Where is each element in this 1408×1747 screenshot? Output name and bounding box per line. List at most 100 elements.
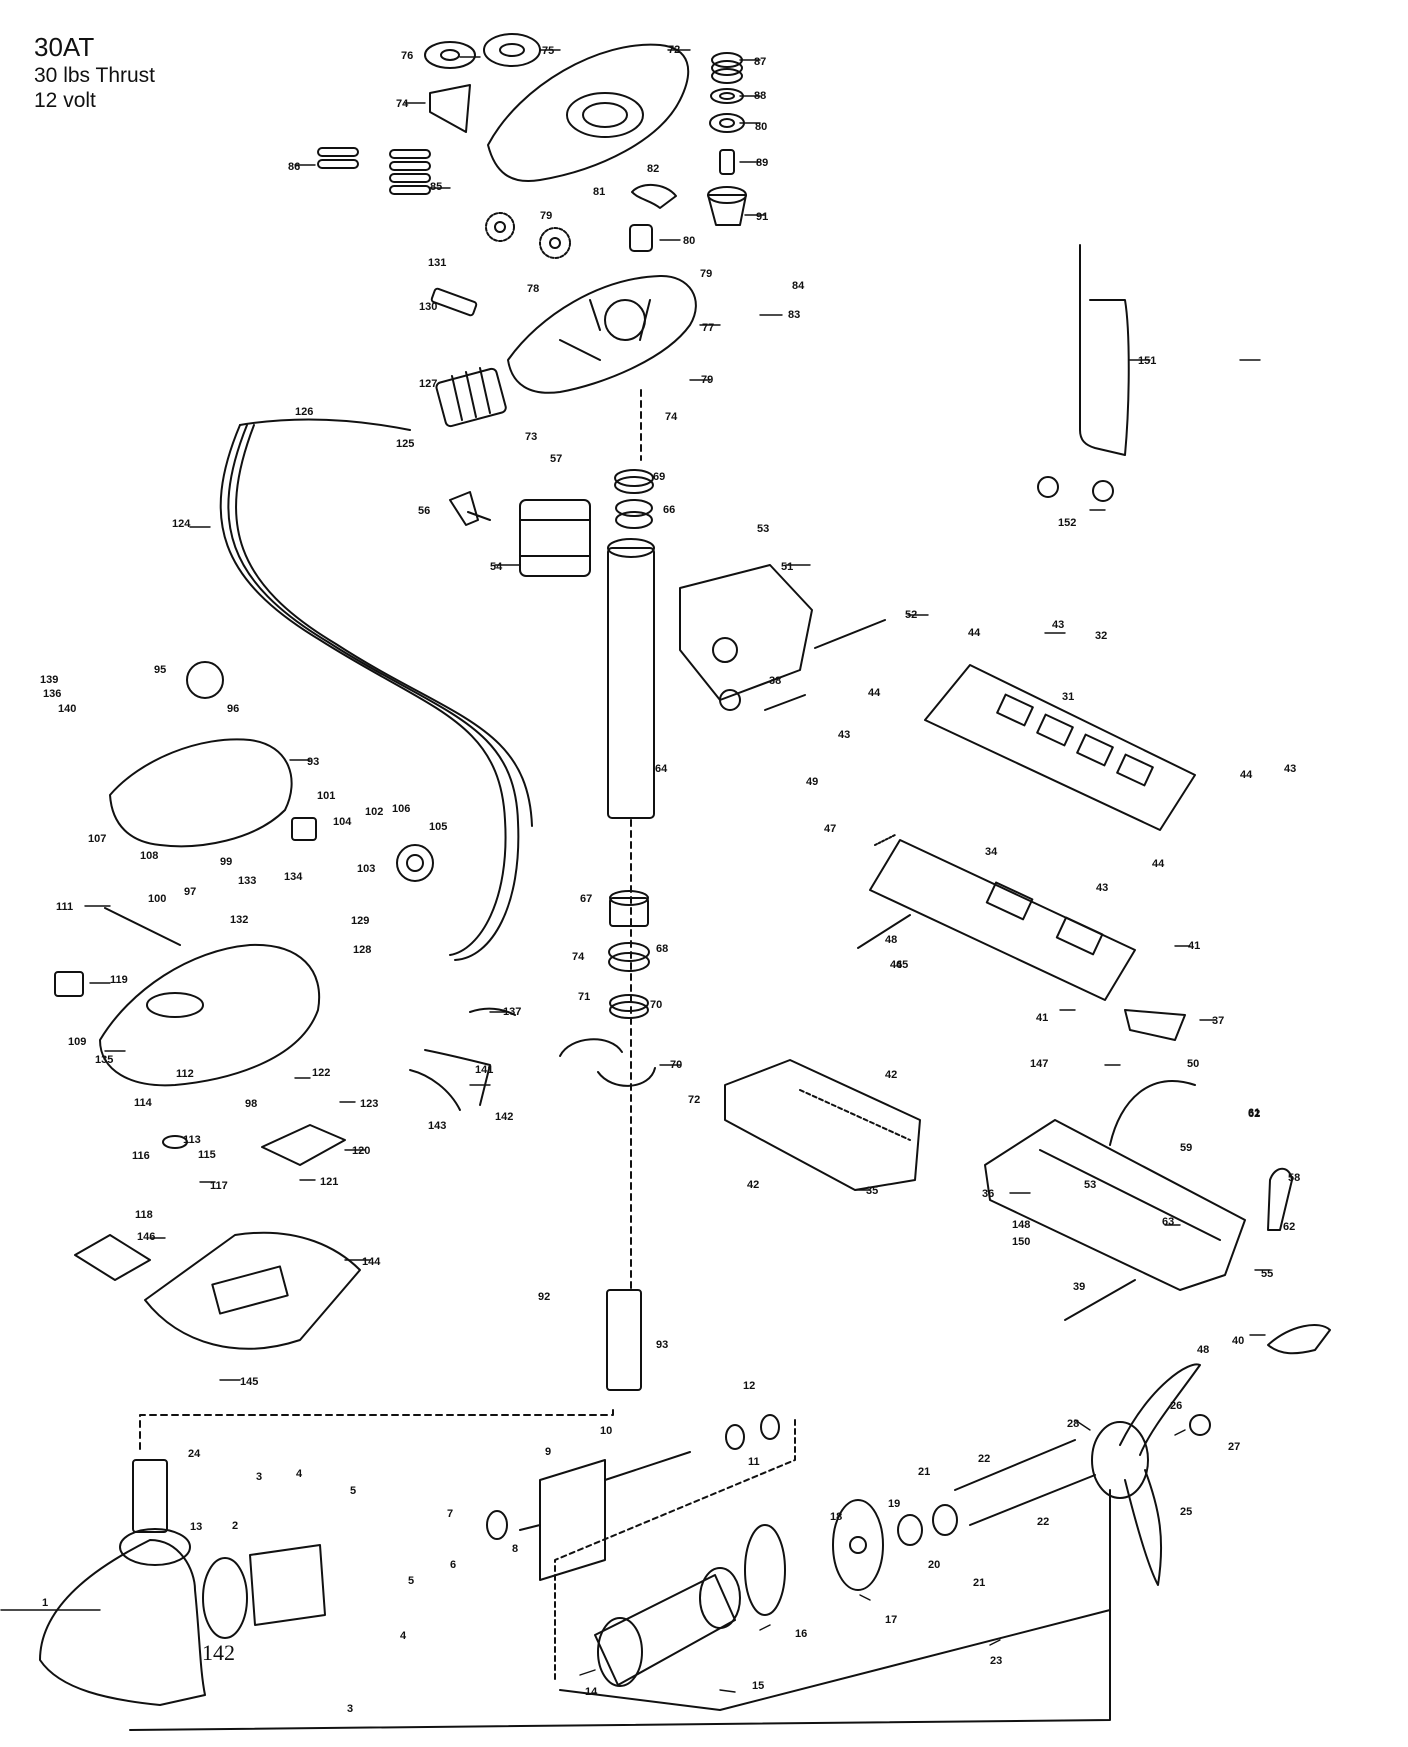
propeller-25 bbox=[1091, 1363, 1201, 1586]
part-label: 43 bbox=[1096, 882, 1108, 894]
part-label: 41 bbox=[1036, 1012, 1048, 1024]
part-label: 5 bbox=[408, 1575, 414, 1587]
part-label: 102 bbox=[365, 806, 383, 818]
part-label: 96 bbox=[227, 703, 239, 715]
part-label: 93 bbox=[656, 1339, 668, 1351]
part-label: 62 bbox=[1248, 1108, 1260, 1120]
part-label: 12 bbox=[743, 1380, 755, 1392]
part-label: 2 bbox=[232, 1520, 238, 1532]
part-label: 95 bbox=[154, 664, 166, 676]
shaft-to-motor-line bbox=[139, 1409, 614, 1451]
decal-75 bbox=[429, 84, 471, 133]
part-label: 100 bbox=[148, 893, 166, 905]
side-plate-35 bbox=[724, 1059, 921, 1191]
part-label: 45 bbox=[896, 959, 908, 971]
part-label: 15 bbox=[752, 1680, 764, 1692]
part-label: 73 bbox=[525, 431, 537, 443]
part-label: 44 bbox=[868, 687, 881, 699]
voltage-rating: 12 volt bbox=[34, 89, 96, 113]
part-label: 83 bbox=[788, 309, 800, 321]
part-label: 74 bbox=[665, 411, 678, 423]
collar-70-bottom bbox=[609, 994, 649, 1019]
part-label: 99 bbox=[220, 856, 232, 868]
part-label: 22 bbox=[978, 1453, 990, 1465]
switch-102 bbox=[291, 817, 317, 841]
part-label: 133 bbox=[238, 875, 256, 887]
part-label: 108 bbox=[140, 850, 158, 862]
gear-80-right bbox=[539, 227, 571, 259]
part-label: 147 bbox=[1030, 1058, 1048, 1070]
part-label: 70 bbox=[670, 1059, 682, 1071]
part-label: 140 bbox=[58, 703, 76, 715]
part-label: 44 bbox=[968, 627, 981, 639]
part-label: 5 bbox=[350, 1485, 356, 1497]
part-label: 4 bbox=[296, 1468, 303, 1480]
bearing-8 bbox=[486, 1510, 508, 1540]
part-label: 3 bbox=[256, 1471, 262, 1483]
part-label: 112 bbox=[176, 1068, 194, 1080]
part-label: 43 bbox=[1052, 619, 1064, 631]
part-label: 75 bbox=[542, 45, 554, 57]
part-label: 74 bbox=[572, 951, 585, 963]
arm-31 bbox=[924, 664, 1196, 831]
bearing-20 bbox=[932, 1504, 958, 1536]
part-label: 41 bbox=[1188, 940, 1200, 952]
part-label: 124 bbox=[172, 518, 191, 530]
part-label: 16 bbox=[795, 1628, 807, 1640]
spring-47 bbox=[874, 834, 896, 846]
part-label: 22 bbox=[1037, 1516, 1049, 1528]
part-label: 53 bbox=[757, 523, 769, 535]
slots-87 bbox=[317, 147, 359, 169]
part-label: 85 bbox=[430, 181, 442, 193]
part-label: 93 bbox=[307, 756, 319, 768]
part-label: 42 bbox=[885, 1069, 897, 1081]
part-label: 37 bbox=[1212, 1015, 1224, 1027]
pad-148 bbox=[74, 1234, 151, 1281]
part-label: 125 bbox=[396, 438, 414, 450]
rod-39 bbox=[1064, 1279, 1136, 1321]
part-label: 127 bbox=[419, 378, 437, 390]
part-label: 4 bbox=[400, 1630, 407, 1642]
knob-cap bbox=[424, 41, 476, 69]
part-label: 3 bbox=[347, 1703, 353, 1715]
part-label: 50 bbox=[1187, 1058, 1199, 1070]
part-label: 76 bbox=[401, 50, 413, 62]
leader-lines bbox=[0, 49, 1271, 1693]
thrust-rating: 30 lbs Thrust bbox=[34, 64, 156, 88]
top-cover bbox=[487, 43, 690, 183]
part-label: 27 bbox=[1228, 1441, 1240, 1453]
part-label: 97 bbox=[184, 886, 196, 898]
part-label: 9 bbox=[545, 1446, 551, 1458]
thru-bolt-22-upper bbox=[954, 1439, 1076, 1491]
armature-9 bbox=[519, 1451, 691, 1581]
part-label: 128 bbox=[353, 944, 371, 956]
part-label: 1 bbox=[42, 1597, 48, 1609]
part-label: 20 bbox=[928, 1559, 940, 1571]
part-label: 137 bbox=[503, 1006, 521, 1018]
part-label: 70 bbox=[650, 999, 662, 1011]
brush-plate-2 bbox=[249, 1544, 326, 1626]
part-label: 122 bbox=[312, 1067, 330, 1079]
part-label: 21 bbox=[973, 1577, 985, 1589]
dial-96 bbox=[186, 661, 224, 699]
rod-46 bbox=[857, 914, 911, 949]
magnet-can-14 bbox=[594, 1567, 741, 1687]
part-label: 18 bbox=[830, 1511, 842, 1523]
part-label: 48 bbox=[885, 934, 897, 946]
base-housing bbox=[507, 274, 697, 394]
part-label: 106 bbox=[392, 803, 410, 815]
part-label: 91 bbox=[756, 211, 768, 223]
part-label: 129 bbox=[351, 915, 369, 927]
part-label: 132 bbox=[230, 914, 248, 926]
clamp-55 bbox=[519, 499, 591, 577]
part-label: 67 bbox=[580, 893, 592, 905]
part-label: 136 bbox=[43, 688, 61, 700]
part-label: 24 bbox=[188, 1448, 201, 1460]
part-label: 103 bbox=[357, 863, 375, 875]
bracket-line-motor bbox=[554, 1419, 796, 1681]
part-label: 139 bbox=[40, 674, 58, 686]
title-block: 30AT 30 lbs Thrust 12 volt bbox=[34, 32, 155, 114]
lever-50 bbox=[1109, 1080, 1196, 1146]
part-label: 7 bbox=[447, 1508, 453, 1520]
part-label: 68 bbox=[656, 943, 668, 955]
